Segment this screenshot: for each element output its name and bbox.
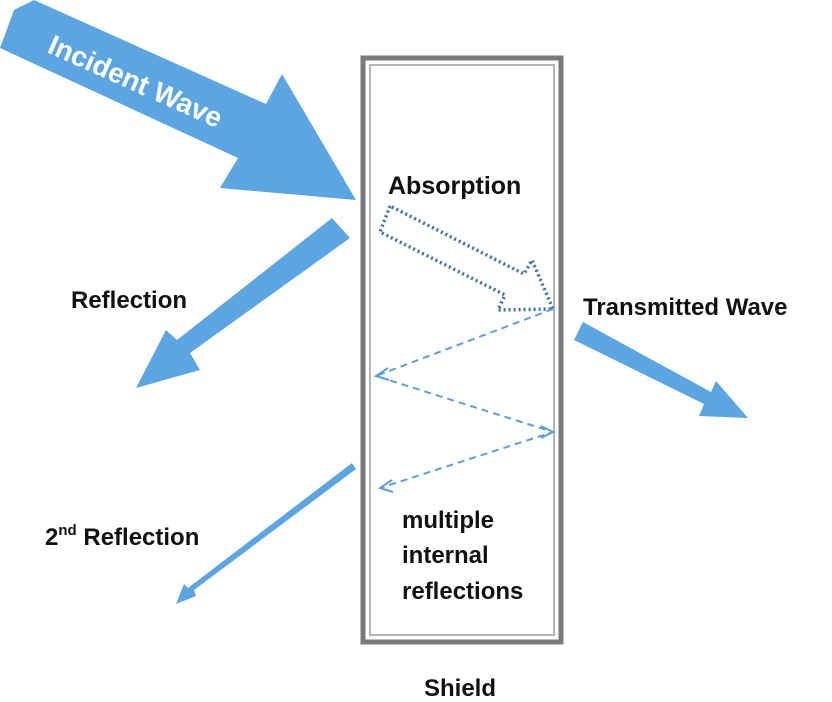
shield-outer-border xyxy=(360,55,564,645)
transmitted-wave-label: Transmitted Wave xyxy=(583,294,788,321)
second-reflection-superscript: nd xyxy=(58,522,76,539)
second-reflection-number: 2 xyxy=(45,524,58,551)
second-reflection-arrow-shape xyxy=(176,463,356,604)
shield xyxy=(360,55,564,645)
reflection-arrow-shape xyxy=(136,218,350,388)
absorption-arrow xyxy=(378,204,555,312)
transmitted-wave-arrow xyxy=(574,322,748,418)
multiple-internal-reflections-label: multiple internal reflections xyxy=(402,507,523,605)
absorption-label: Absorption xyxy=(388,172,521,200)
multiple-line-3: reflections xyxy=(402,578,523,605)
incident-arrow-shape xyxy=(0,0,356,200)
shield-label: Shield xyxy=(424,675,496,702)
shield-inner-border xyxy=(369,64,555,636)
transmitted-arrow-shape xyxy=(574,322,748,418)
internal-reflection-arrowhead-3 xyxy=(377,479,394,493)
reflection-label: Reflection xyxy=(71,287,187,314)
internal-reflection-arrowhead-2 xyxy=(540,425,556,439)
second-reflection-word: Reflection xyxy=(77,524,200,551)
second-reflection-arrow xyxy=(176,463,356,604)
multiple-line-2: internal xyxy=(402,542,489,569)
incident-wave-arrow: Incident Wave xyxy=(0,0,356,200)
multiple-line-1: multiple xyxy=(402,507,494,534)
reflection-arrow xyxy=(136,218,350,388)
internal-reflections-line xyxy=(372,308,557,489)
internal-reflection-arrowhead-1 xyxy=(373,367,390,381)
internal-reflections-path xyxy=(372,308,557,493)
second-reflection-label: 2nd Reflection xyxy=(45,522,199,551)
absorption-arrow-outline xyxy=(378,204,555,312)
